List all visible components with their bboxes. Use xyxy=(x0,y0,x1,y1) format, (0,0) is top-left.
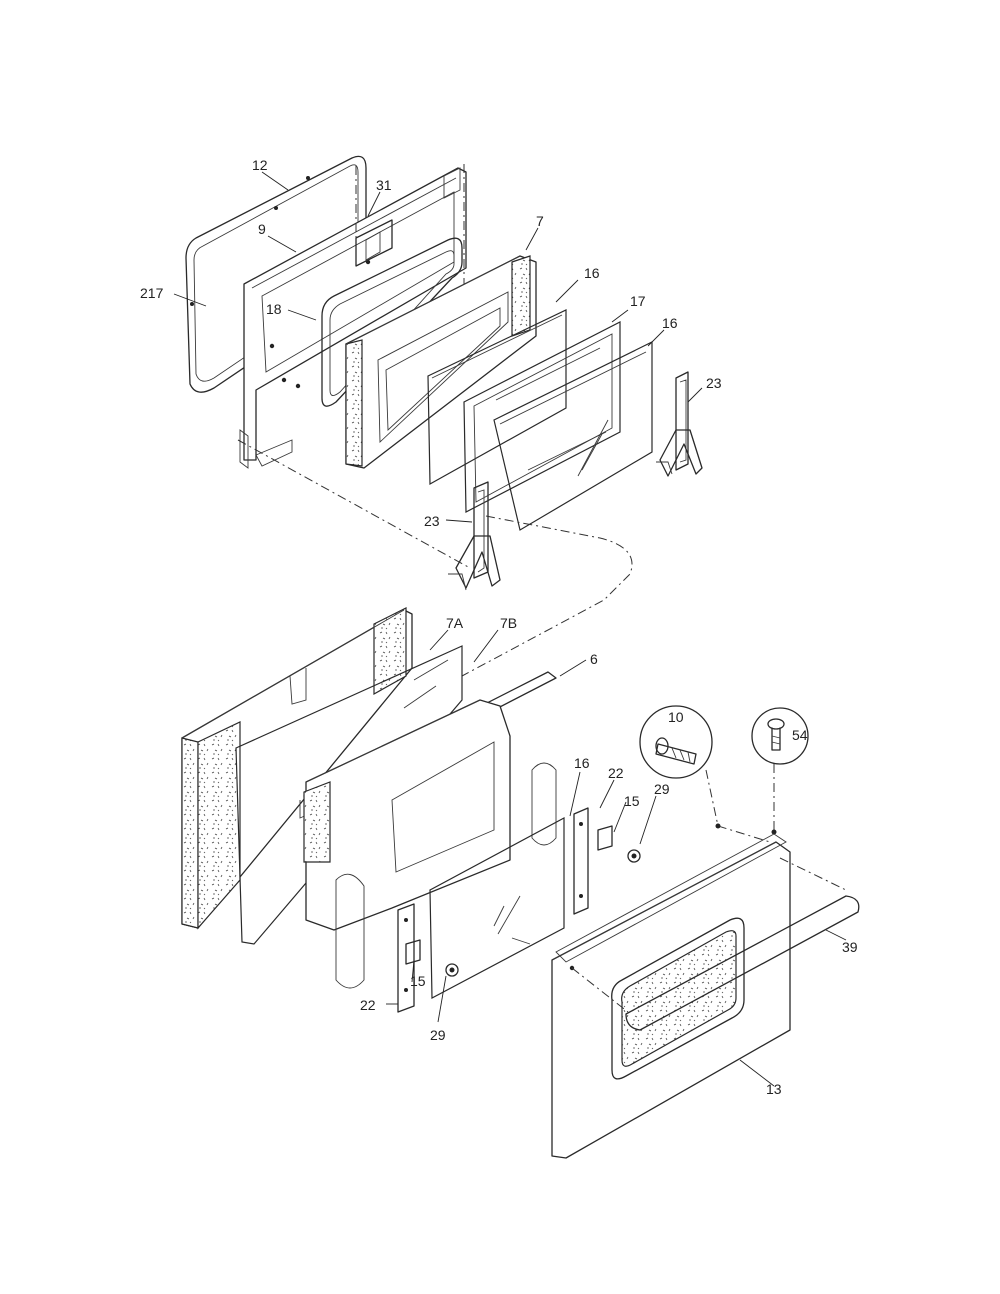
glass-pane-upper-1 xyxy=(427,309,567,486)
label-part-54: 54 xyxy=(792,727,808,743)
window-frame xyxy=(321,237,463,407)
label-part-22a: 22 xyxy=(608,765,624,781)
label-part-23b: 23 xyxy=(424,513,440,529)
label-part-7: 7 xyxy=(536,213,544,229)
door-insulation-frame xyxy=(345,255,537,469)
label-part-9: 9 xyxy=(258,221,266,237)
label-part-29a: 29 xyxy=(654,781,670,797)
hinge-left xyxy=(448,481,501,591)
glass-pane-lower xyxy=(429,816,565,999)
door-handle xyxy=(571,857,860,1031)
inner-liner-lower xyxy=(303,699,557,989)
screw-detail-54 xyxy=(751,707,809,765)
label-part-13: 13 xyxy=(766,1081,782,1097)
label-part-22b: 22 xyxy=(360,997,376,1013)
label-part-18: 18 xyxy=(266,301,282,317)
window-bracket xyxy=(355,219,393,267)
align-line-loop xyxy=(461,515,633,677)
label-part-23a: 23 xyxy=(706,375,722,391)
screw-10-point xyxy=(715,823,721,829)
label-part-7B: 7B xyxy=(500,615,517,631)
label-part-6: 6 xyxy=(590,651,598,667)
label-part-7A: 7A xyxy=(446,615,464,631)
label-part-17: 17 xyxy=(630,293,646,309)
label-part-15b: 15 xyxy=(410,973,426,989)
label-part-16c: 16 xyxy=(574,755,590,771)
hinge-right xyxy=(656,371,703,477)
clip-left xyxy=(405,939,421,965)
align-line-hinge xyxy=(237,439,471,569)
clip-right xyxy=(597,825,613,851)
hinge-bracket-right xyxy=(573,807,589,915)
label-part-10: 10 xyxy=(668,709,684,725)
label-part-39: 39 xyxy=(842,939,858,955)
label-leaders xyxy=(173,171,847,1087)
label-part-12: 12 xyxy=(252,157,268,173)
label-part-217: 217 xyxy=(140,285,164,301)
label-part-31: 31 xyxy=(376,177,392,193)
screw-54-point xyxy=(771,829,777,835)
glass-pane-upper-2 xyxy=(493,341,653,531)
label-part-16a: 16 xyxy=(584,265,600,281)
nut-left xyxy=(445,963,459,977)
screw-detail-10 xyxy=(639,705,713,779)
glass-frame xyxy=(463,321,621,513)
outer-door-panel xyxy=(551,833,791,1159)
label-part-16b: 16 xyxy=(662,315,678,331)
nut-right xyxy=(627,849,641,863)
label-part-15a: 15 xyxy=(624,793,640,809)
label-part-29b: 29 xyxy=(430,1027,446,1043)
hinge-bracket-left xyxy=(397,903,415,1013)
screw-10-leader xyxy=(705,769,771,843)
